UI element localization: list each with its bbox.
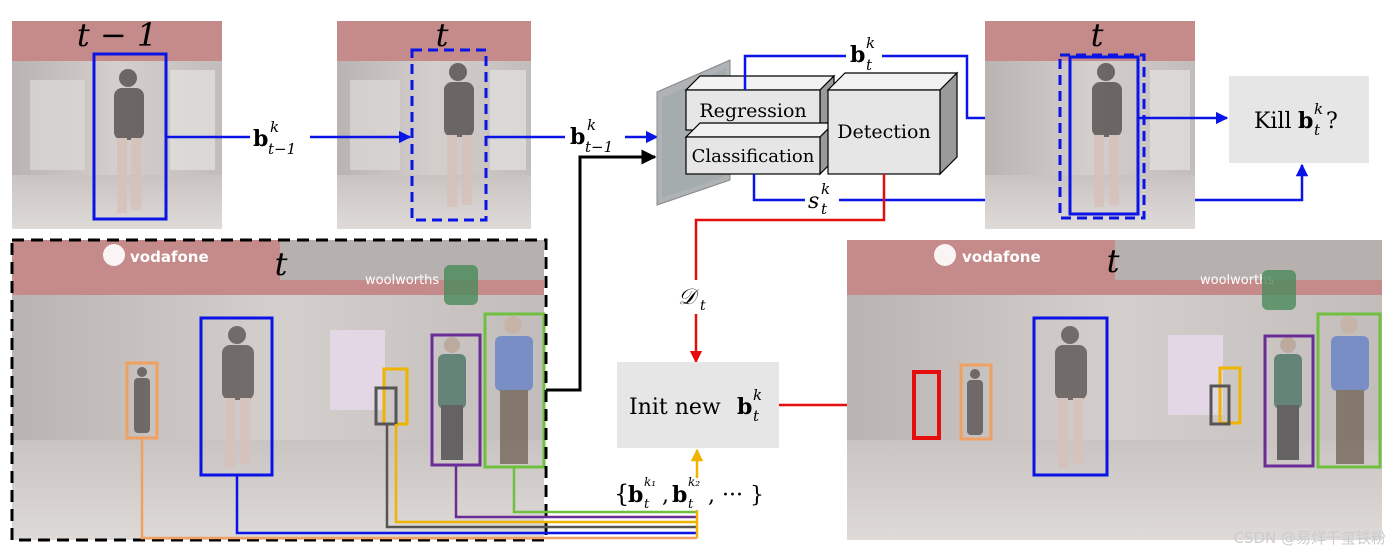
new-track-box-red [912, 370, 941, 440]
store-sign-vodafone: vodafone [130, 248, 209, 266]
track-box-prev-dashed [410, 48, 488, 222]
detection-connectors [140, 424, 699, 540]
svg-text:b: b [253, 126, 268, 152]
init-box: Init new b k t [617, 362, 779, 448]
svg-text:b: b [672, 482, 687, 508]
svg-text:Detection: Detection [837, 121, 930, 143]
frame-result: vodafone woolworths t [847, 240, 1382, 540]
svg-text:s: s [808, 189, 819, 214]
svg-text:Init new: Init new [629, 395, 721, 420]
svg-text:,: , [662, 483, 669, 508]
svg-text:b: b [850, 42, 865, 68]
regression-head: Regression [684, 74, 836, 132]
kill-box: Kill b k t ? [1229, 76, 1369, 163]
watermark: CSDN @易烊千玺铁粉 [1233, 529, 1386, 547]
svg-text:t: t [866, 56, 873, 74]
svg-text:woolworths: woolworths [1200, 273, 1274, 288]
svg-text:b: b [737, 394, 752, 420]
svg-text:𝒟: 𝒟 [678, 285, 700, 310]
track-box-dashed-out [1058, 53, 1146, 220]
person-silhouette [114, 69, 144, 213]
label-b-prev: b k t−1 [253, 118, 296, 158]
prev-frame-label: t − 1 [77, 16, 157, 54]
svg-text:k: k [1314, 100, 1323, 118]
svg-text:k: k [866, 34, 875, 52]
svg-text:t: t [1314, 121, 1321, 139]
frame-out: t [985, 16, 1195, 229]
svg-text:k: k [821, 180, 830, 198]
svg-text:t−1: t−1 [268, 140, 296, 158]
svg-text:k: k [753, 386, 762, 404]
svg-text:t−1: t−1 [585, 138, 613, 156]
frame-prev: t − 1 [12, 16, 222, 229]
curr-frame-label: t [436, 16, 449, 54]
svg-text:Regression: Regression [699, 100, 806, 122]
label-b-curr: b k t [850, 34, 875, 74]
svg-text:?: ? [1326, 109, 1338, 134]
track-box-regressed [1068, 55, 1140, 216]
classification-head: Classification [684, 121, 836, 176]
svg-text:t: t [644, 497, 650, 512]
store-sign-woolworths: woolworths [365, 273, 439, 288]
frame-curr: t [337, 16, 531, 229]
svg-text:t: t [753, 407, 760, 425]
svg-text:t: t [1091, 16, 1104, 54]
svg-text:k: k [587, 116, 596, 134]
frame-detections: vodafone woolworths t [10, 238, 548, 542]
svg-text:k: k [270, 118, 279, 136]
detection-head: Detection [826, 71, 959, 176]
network: Regression Classification Detection [656, 59, 959, 206]
svg-text:, ··· }: , ··· } [708, 483, 764, 508]
svg-text:b: b [1298, 108, 1313, 134]
svg-text:t: t [1107, 242, 1120, 280]
svg-text:vodafone: vodafone [962, 248, 1041, 266]
label-b-prev-2: b k t−1 [570, 116, 613, 156]
svg-text:Classification: Classification [692, 146, 815, 167]
svg-text:b: b [570, 124, 585, 150]
svg-text:Kill: Kill [1254, 109, 1292, 134]
svg-text:k₂: k₂ [688, 475, 700, 489]
arrow-frame-to-net [546, 149, 657, 392]
svg-text:k₁: k₁ [644, 475, 656, 489]
label-detection-set: { b k₁ t , b k₂ t , ··· } [614, 475, 764, 512]
label-detections: 𝒟 t [678, 285, 706, 314]
svg-text:t: t [700, 298, 706, 314]
svg-text:b: b [628, 482, 643, 508]
label-score: s k t [808, 180, 830, 218]
svg-text:t: t [275, 245, 288, 283]
svg-text:t: t [688, 497, 694, 512]
svg-text:t: t [821, 200, 828, 218]
svg-text:{: { [614, 480, 629, 508]
